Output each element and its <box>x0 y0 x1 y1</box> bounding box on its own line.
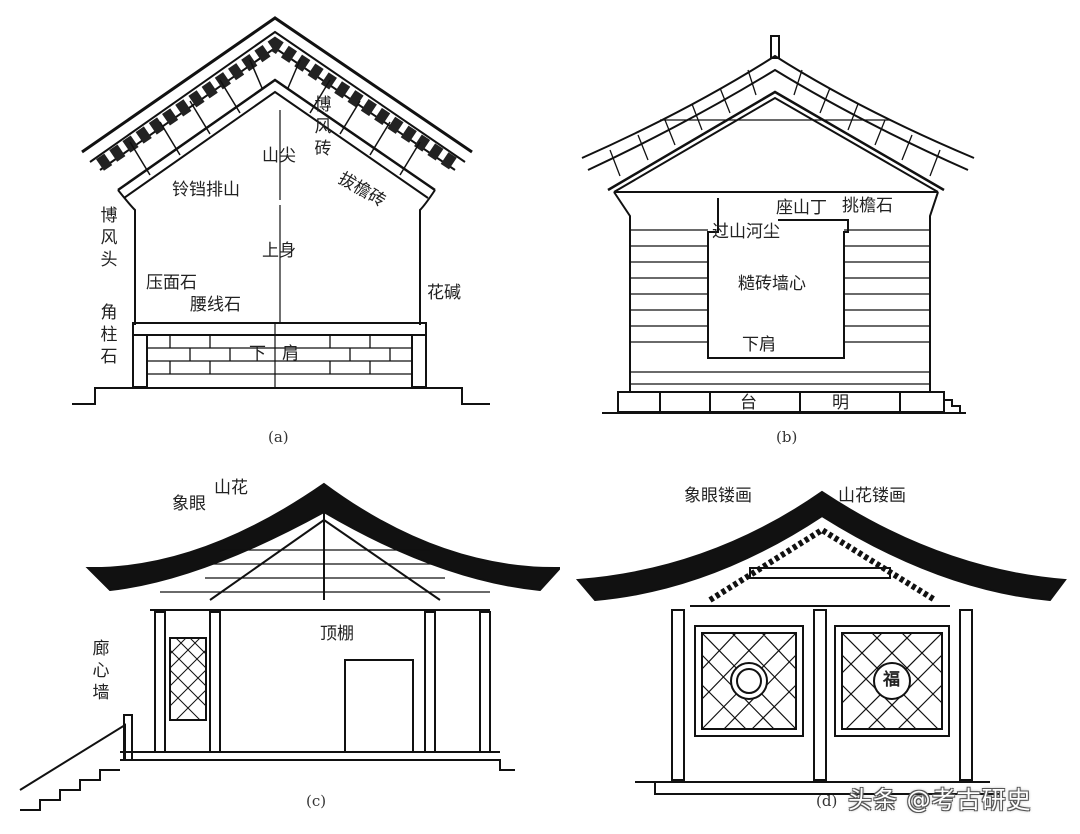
label-xia-jian-a-2: 肩 <box>282 344 299 364</box>
watermark: 头条 @考古研史 <box>848 786 1032 814</box>
label-shan-hua-lou-hua: 山花镂画 <box>838 486 906 506</box>
label-zuo-shan-ding: 座山丁 <box>776 198 827 218</box>
gable-wall-drawing-b <box>581 35 975 414</box>
caption-a: (a) <box>268 428 289 446</box>
panel-b-gable-wall-brick: 座山丁 挑檐石 过山河尘 糙砖墙心 下肩 台 明 (b) <box>540 0 1080 450</box>
label-guo-shan-he-chen: 过山河尘 <box>712 222 780 242</box>
panel-c-side-elevation: 山花 象眼 顶棚 廊心墙 (c) <box>0 460 560 834</box>
label-shang-shen: 上身 <box>262 241 296 261</box>
label-shan-jian: 山尖 <box>262 146 296 166</box>
label-bofeng-tou: 博风头 <box>100 206 118 270</box>
side-elevation-drawing-c <box>19 482 560 811</box>
panel-a-gable-wall-elevation: 博风砖 铃铛排山 山尖 拔檐砖 博风头 上身 压面石 腰线石 花碱 角柱石 下 … <box>0 0 540 450</box>
label-cao-zhuan-qiang-xin: 糙砖墙心 <box>738 274 806 294</box>
label-ding-peng: 顶棚 <box>320 624 354 644</box>
decorated-elevation-drawing-d <box>575 490 1067 795</box>
label-bofeng-zhuan: 博风砖 <box>314 95 332 159</box>
label-shan-hua: 山花 <box>214 478 248 498</box>
caption-c: (c) <box>306 792 327 810</box>
fu-character-medallion: 福 <box>883 670 900 690</box>
label-tiao-yan-shi: 挑檐石 <box>842 196 893 216</box>
caption-d: (d) <box>816 792 838 810</box>
caption-b: (b) <box>776 428 798 446</box>
gable-wall-drawing-a <box>72 16 490 405</box>
label-ya-mian-shi: 压面石 <box>146 273 197 293</box>
label-tai-ming-2: 明 <box>832 393 849 413</box>
label-xia-jian-b: 下肩 <box>742 335 776 355</box>
label-lang-xin-qiang: 廊心墙 <box>92 639 110 703</box>
label-jiao-zhu-shi: 角柱石 <box>100 303 118 367</box>
label-hua-jian: 花碱 <box>427 283 461 303</box>
panel-d-decorated-elevation: 福 象眼镂画 山花镂画 (d) <box>560 460 1080 834</box>
label-linglang-paishan: 铃铛排山 <box>172 180 240 200</box>
label-xia-jian-a-1: 下 <box>249 344 266 364</box>
label-xiang-yan-lou-hua: 象眼镂画 <box>684 486 752 506</box>
label-xiang-yan: 象眼 <box>172 494 206 514</box>
label-tai-ming-1: 台 <box>740 393 757 413</box>
label-yao-xian-shi: 腰线石 <box>190 295 241 315</box>
